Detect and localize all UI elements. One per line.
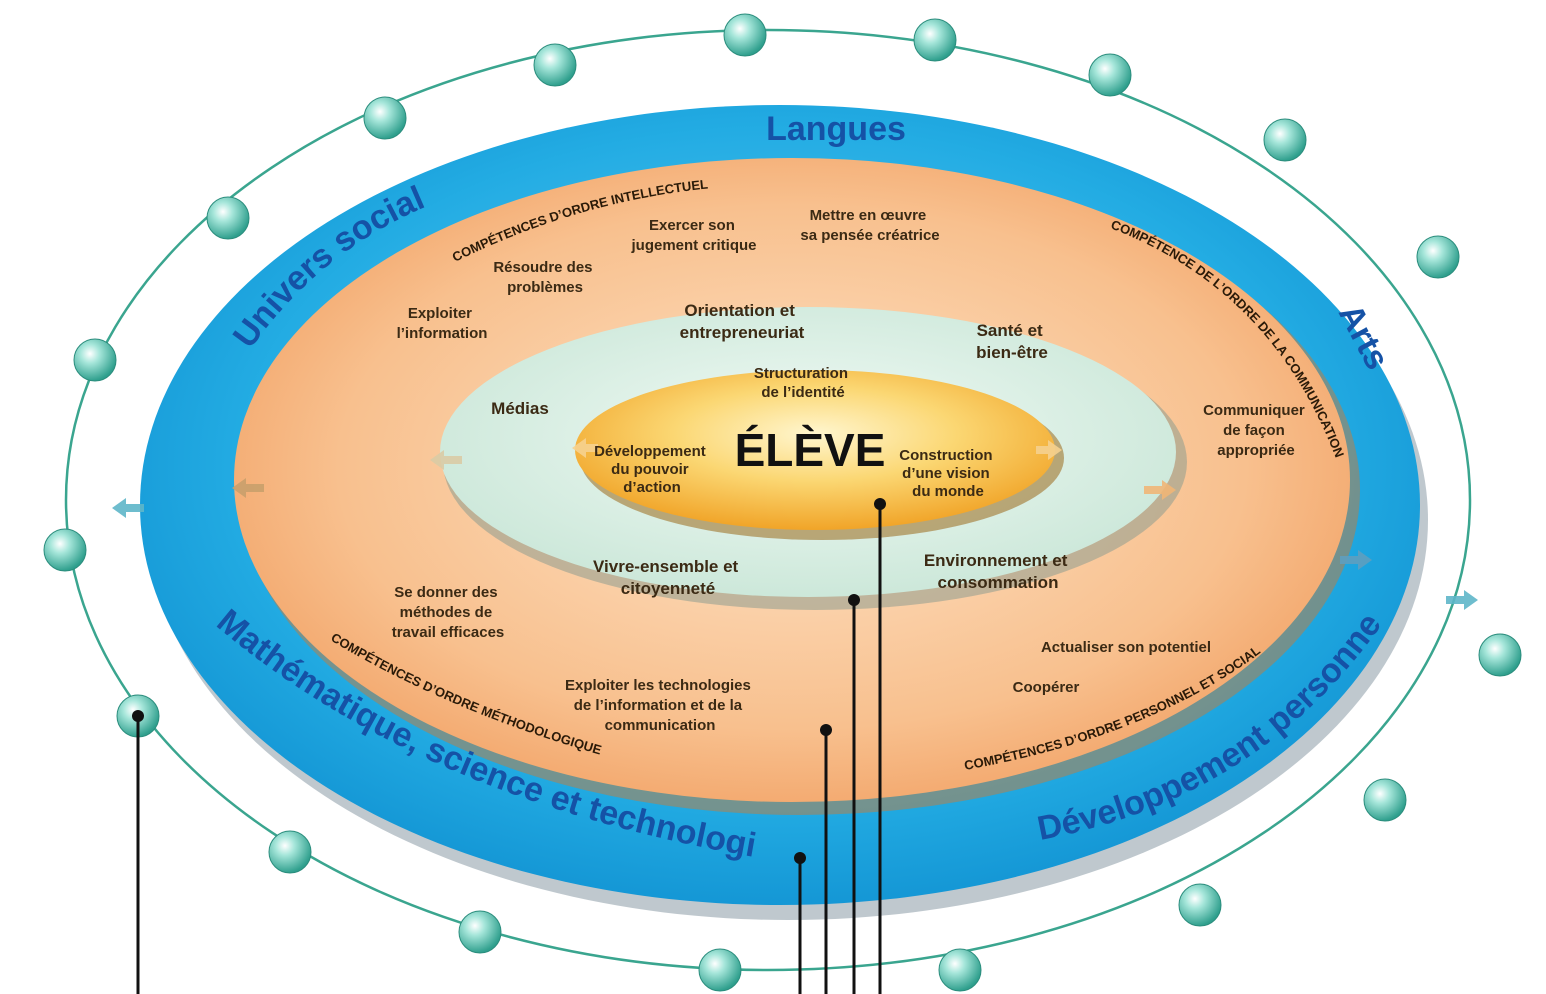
center-structuration: Structuration de l’identité (754, 365, 852, 401)
orbit-sphere (938, 948, 982, 992)
arrow-markers (112, 438, 1478, 610)
orbit-sphere (363, 96, 407, 140)
center-construction: Construction d’une vision du monde (899, 447, 997, 500)
competency-actualiser-potentiel: Actualiser son potentiel (1041, 639, 1211, 656)
competency-communiquer: Communiquer de façon appropriée (1203, 402, 1309, 459)
broad-area-sante: Santé et bien-être (976, 321, 1048, 362)
orbit-spheres (43, 13, 1522, 992)
orbit-sphere (1478, 633, 1522, 677)
orbit-sphere (458, 910, 502, 954)
competency-methodes-travail: Se donner des méthodes de travail effica… (392, 584, 505, 641)
orbit-sphere (206, 196, 250, 240)
orbit-sphere (698, 948, 742, 992)
subject-langues: Langues (766, 110, 906, 148)
competency-technologies-information: Exploiter les technologies de l’informat… (565, 677, 755, 734)
broad-area-medias: Médias (491, 399, 549, 418)
orbit-sphere (723, 13, 767, 57)
center-disk (575, 370, 1055, 530)
competency-exploiter-information: Exploiter l’information (397, 305, 488, 342)
orbit-sphere (1363, 778, 1407, 822)
orbit-sphere (73, 338, 117, 382)
broad-area-orientation: Orientation et entrepreneuriat (680, 301, 805, 342)
competency-pensee-creatrice: Mettre en œuvre sa pensée créatrice (800, 207, 939, 244)
outer-orbit-ring (64, 28, 1472, 972)
orbit-sphere (1178, 883, 1222, 927)
orbit-sphere (1088, 53, 1132, 97)
competency-resoudre-problemes: Résoudre des problèmes (493, 259, 596, 296)
pointer-lines (132, 498, 886, 994)
broad-area-environnement: Environnement et consommation (924, 551, 1072, 592)
center-developpement: Développement du pouvoir d’action (594, 443, 710, 496)
competency-cooperer: Coopérer (1013, 679, 1080, 696)
orbit-sphere (1263, 118, 1307, 162)
orbit-sphere (913, 18, 957, 62)
orbit-sphere (533, 43, 577, 87)
competency-jugement-critique: Exercer son jugement critique (630, 217, 756, 254)
orbit-sphere (43, 528, 87, 572)
center-eleve: ÉLÈVE (735, 424, 886, 476)
orbit-sphere (268, 830, 312, 874)
broad-area-vivre-ensemble: Vivre-ensemble et citoyenneté (593, 557, 743, 598)
orbit-sphere (1416, 235, 1460, 279)
